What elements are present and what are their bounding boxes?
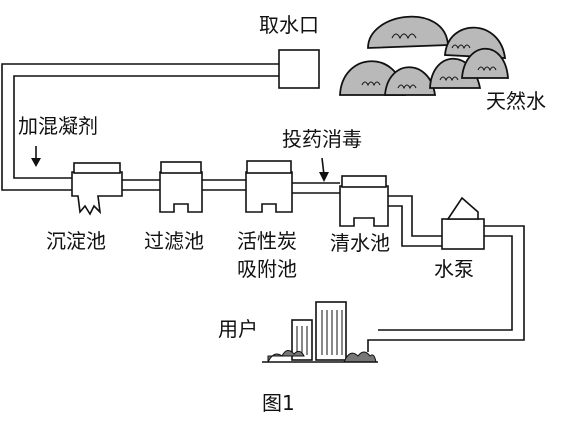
water-pump-label: 水泵 [434,257,474,281]
clean-water-tank [339,175,389,227]
natural-water-label: 天然水 [486,89,546,113]
building-icon [315,301,347,361]
intake-pipe [1,63,279,191]
connecting-pipes [122,179,525,352]
user-buildings [262,301,378,363]
coagulant-label: 加混凝剂 [18,114,98,138]
arrow-down-icon [319,157,329,182]
water-intake-box [278,49,320,89]
sedimentation-tank-label: 沉淀池 [46,229,106,253]
user-label: 用户 [218,317,258,341]
natural-water-hills [339,15,509,96]
activated-carbon-tank [245,160,293,213]
sedimentation-tank [71,162,123,216]
arrow-down-icon [31,146,41,167]
figure-caption: 图1 [262,391,295,415]
disinfectant-label: 投药消毒 [282,127,362,151]
water-intake-label: 取水口 [259,13,319,37]
filtration-tank [159,161,203,213]
filtration-tank-label: 过滤池 [144,229,204,253]
mountain-icon [384,66,437,96]
carbon-tank-label-line1: 活性炭 [237,229,297,253]
clean-water-tank-label: 清水池 [330,231,390,255]
mountain-icon [461,48,509,79]
pump-icon [441,196,485,250]
mountain-icon [367,15,449,49]
carbon-tank-label-line2: 吸附池 [237,257,297,281]
